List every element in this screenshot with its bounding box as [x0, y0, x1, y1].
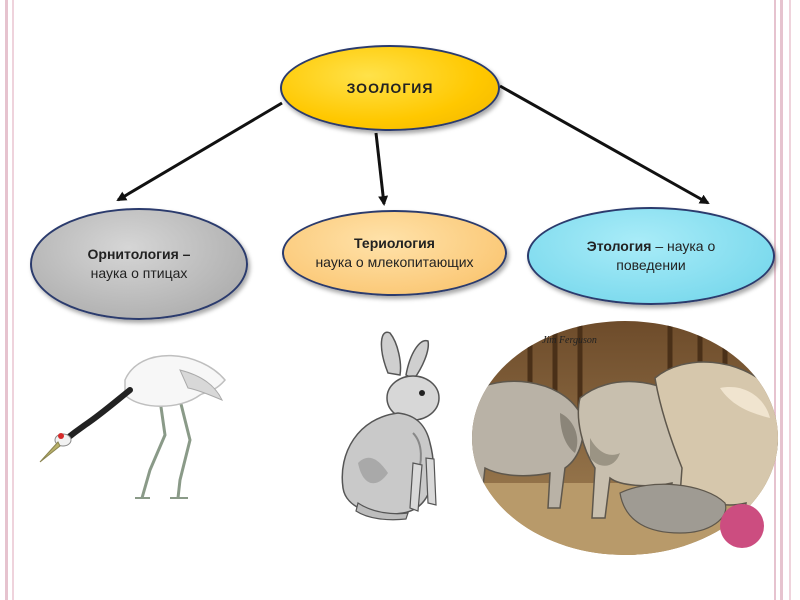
hare-image [318, 313, 478, 528]
left-border-stripe-inner [12, 0, 14, 600]
right-border-stripe [774, 0, 776, 600]
arrow-to-theriology [374, 132, 389, 206]
root-label: ЗООЛОГИЯ [346, 79, 434, 96]
theriology-definition: наука о млекопитающих [315, 254, 474, 270]
ethology-definition: – наука о поведении [616, 238, 716, 273]
node-ornithology: Орнитология – наука о птицах [30, 208, 248, 320]
arrow-to-ethology [499, 84, 710, 205]
left-border-stripe [5, 0, 8, 600]
node-theriology: Териология наука о млекопитающих [282, 210, 507, 296]
ornithology-term: Орнитология – [87, 246, 191, 263]
root-node-zoology: ЗООЛОГИЯ [280, 45, 500, 131]
right-border-stripe-outer [789, 0, 791, 600]
wolves-image: Jim Ferguson [472, 321, 778, 555]
wolves-watermark: Jim Ferguson [542, 335, 597, 346]
crane-image [39, 354, 226, 499]
arrow-to-ornithology [116, 101, 283, 202]
right-border-stripe-middle [780, 0, 783, 600]
node-ethology: Этология – наука о поведении [527, 207, 775, 305]
ethology-term: Этология [586, 238, 652, 255]
theriology-term: Териология [354, 235, 435, 252]
ornithology-definition: наука о птицах [90, 265, 188, 281]
decorative-pink-circle [720, 504, 764, 548]
